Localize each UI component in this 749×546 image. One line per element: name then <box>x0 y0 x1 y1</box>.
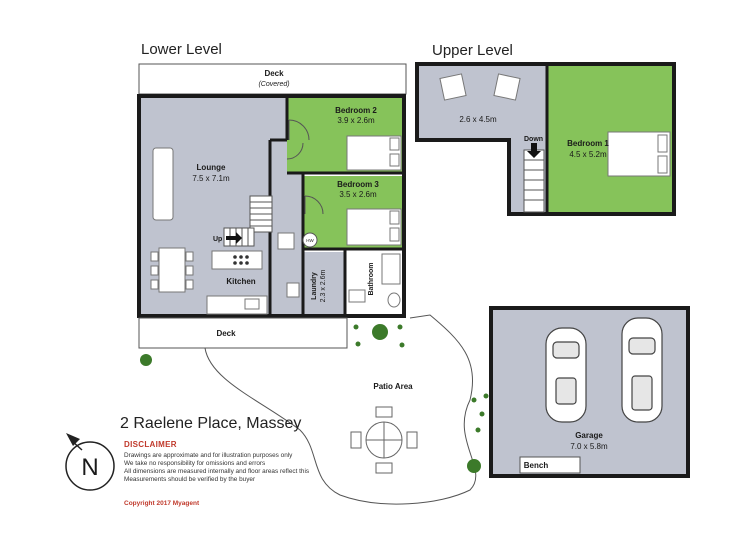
bedroom2-name: Bedroom 2 <box>335 106 377 115</box>
patio-table-icon <box>350 406 418 474</box>
bed-icon <box>607 131 671 177</box>
upper-stairs <box>523 149 545 213</box>
upper-level-title: Upper Level <box>432 42 513 59</box>
car-icon <box>621 317 663 423</box>
deck-covered-area <box>138 63 407 95</box>
down-arrow-icon <box>527 143 541 158</box>
upper-living-floor <box>417 64 547 140</box>
bed-icon <box>346 135 402 171</box>
copyright-text: Copyright 2017 Myagent <box>124 500 200 507</box>
bedroom3-name: Bedroom 3 <box>337 180 379 189</box>
patio-outline <box>204 314 477 505</box>
fridge-icon <box>277 232 295 250</box>
disclaimer-line: Drawings are approximate and for illustr… <box>124 452 293 459</box>
laundry-name: Laundry <box>311 272 318 300</box>
disclaimer-heading: DISCLAIMER <box>124 440 177 449</box>
sofa-icon <box>152 147 174 221</box>
down-label: Down <box>524 136 543 143</box>
laundry-size: 2.3 x 2.6m <box>320 269 327 302</box>
bed-icon <box>346 208 402 246</box>
toilet-icon <box>387 292 401 308</box>
lower-deck-area <box>138 317 348 349</box>
up-label: Up <box>213 236 222 243</box>
lower-level-title: Lower Level <box>141 41 222 58</box>
bench-fixture <box>519 456 581 474</box>
lounge-name: Lounge <box>197 163 226 172</box>
dining-table-icon <box>158 247 186 293</box>
lower-stairs <box>223 195 273 247</box>
bathroom-name: Bathroom <box>368 262 375 295</box>
disclaimer-line: We take no responsibility for omissions … <box>124 460 266 467</box>
disclaimer-line: Measurements should be verified by the b… <box>124 476 256 483</box>
garage-walls <box>489 306 690 478</box>
laundry-floor <box>303 252 345 316</box>
disclaimer-text: Drawings are approximate and for illustr… <box>124 452 354 484</box>
bedroom3-size: 3.5 x 2.6m <box>339 190 377 199</box>
lower-interior-walls <box>268 98 404 316</box>
disclaimer-line: All dimensions are measured internally a… <box>124 468 310 475</box>
hot-water-cylinder-icon <box>302 232 318 248</box>
garage-size: 7.0 x 5.8m <box>570 442 608 451</box>
bedroom2-size: 3.9 x 2.6m <box>337 116 375 125</box>
bath-icon <box>381 253 401 285</box>
garage-name: Garage <box>575 431 603 440</box>
bedroom1-name: Bedroom 1 <box>567 139 609 148</box>
compass-letter: N <box>81 454 98 481</box>
car-icon <box>545 327 587 423</box>
dining-chairs-icon <box>150 251 194 290</box>
patio-name: Patio Area <box>373 382 413 391</box>
bench-name: Bench <box>524 461 549 470</box>
up-arrow-icon <box>226 232 242 244</box>
hw-label: HW <box>306 238 314 243</box>
upper-living-size: 2.6 x 4.5m <box>459 115 497 124</box>
vanity-icon <box>348 289 366 303</box>
door-swings <box>286 119 324 215</box>
plant-icon <box>140 324 489 473</box>
kitchen-name: Kitchen <box>226 277 255 286</box>
upper-outer-walls <box>415 62 676 216</box>
deck-covered-label: Deck <box>264 69 284 78</box>
property-address: 2 Raelene Place, Massey <box>120 415 302 432</box>
cooktop-icon <box>233 255 249 265</box>
kitchen-island-icon <box>211 250 263 270</box>
armchair-icon <box>439 73 521 101</box>
deck-covered-note: (Covered) <box>258 81 289 88</box>
deck-name: Deck <box>216 329 236 338</box>
lounge-size: 7.5 x 7.1m <box>192 174 230 183</box>
sink-icon <box>244 298 260 310</box>
laundry-tub-icon <box>286 282 300 298</box>
bedroom1-size: 4.5 x 5.2m <box>569 150 607 159</box>
lower-outer-walls <box>137 94 406 318</box>
compass-icon: N <box>65 433 115 491</box>
